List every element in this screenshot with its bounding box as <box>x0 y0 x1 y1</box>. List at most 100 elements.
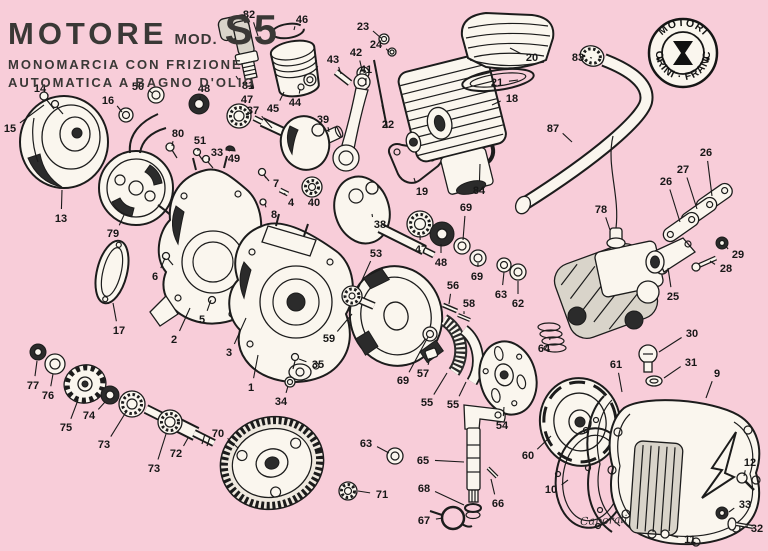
stator-plate <box>98 113 197 259</box>
leader-line <box>97 401 106 410</box>
part-number-15: 15 <box>4 123 16 135</box>
oil-filler-plug <box>638 344 663 387</box>
kickstart-pin <box>486 466 499 479</box>
needle-bearing-40 <box>301 176 323 198</box>
leader-line <box>227 149 231 152</box>
cover-fasteners <box>715 472 755 531</box>
part-number-77: 77 <box>27 380 39 392</box>
throttle-cable <box>610 135 618 229</box>
part-number-8: 8 <box>271 209 277 221</box>
leader-line <box>376 446 390 454</box>
exhaust-pipe <box>514 45 654 215</box>
part-number-44: 44 <box>289 97 302 109</box>
clutch-spring <box>537 322 567 353</box>
leader-line <box>502 271 505 286</box>
leader-line <box>605 217 611 231</box>
leader-line <box>338 66 342 75</box>
leader-line <box>359 60 363 71</box>
part-number-23: 23 <box>357 21 369 33</box>
part-number-2: 2 <box>171 334 177 346</box>
leader-line <box>490 478 496 495</box>
leader-line <box>179 307 191 332</box>
side-cover-gasket <box>584 395 621 533</box>
part-number-48: 48 <box>198 83 210 95</box>
clutch-shoes <box>440 314 484 386</box>
part-number-83: 83 <box>572 52 584 64</box>
part-number-67: 67 <box>418 515 430 527</box>
leader-line <box>462 215 466 241</box>
clutch-drum <box>538 377 622 467</box>
leader-line <box>160 257 166 269</box>
part-number-72: 72 <box>170 448 182 460</box>
leader-line <box>502 406 505 417</box>
leader-line <box>118 214 125 226</box>
leader-line <box>658 337 682 353</box>
part-number-59: 59 <box>323 333 335 345</box>
part-number-33: 33 <box>739 499 751 511</box>
cylinder-stud <box>373 59 388 129</box>
part-number-30: 30 <box>686 328 698 340</box>
leader-line <box>385 48 390 53</box>
part-number-78: 78 <box>595 204 607 216</box>
part-number-56: 56 <box>447 280 459 292</box>
leader-line <box>157 433 167 460</box>
leader-line <box>725 245 729 250</box>
kickstart-o-ring <box>464 503 482 513</box>
part-number-57: 57 <box>417 368 429 380</box>
leader-line <box>298 88 301 94</box>
artist-signature: Caporali <box>579 512 628 529</box>
leader-line <box>171 141 174 147</box>
intake-spacers <box>662 182 733 243</box>
part-number-69: 69 <box>397 375 409 387</box>
leader-line <box>434 491 465 506</box>
part-number-42: 42 <box>350 47 362 59</box>
leader-line <box>536 435 552 450</box>
part-number-25: 25 <box>667 291 679 303</box>
piston-ring <box>271 22 305 40</box>
part-number-13: 13 <box>55 213 67 225</box>
clutch-housing <box>341 265 444 367</box>
part-number-40: 40 <box>308 197 320 209</box>
part-number-34: 34 <box>275 396 288 408</box>
part-number-84: 84 <box>473 185 486 197</box>
part-number-81: 81 <box>242 80 254 92</box>
part-number-74: 74 <box>83 410 96 422</box>
logo-dot-left <box>656 57 660 61</box>
part-number-70: 70 <box>212 428 224 440</box>
title-mod: MOD. <box>174 31 218 48</box>
nut-23 <box>378 33 390 45</box>
shoe-pivot-block <box>424 347 439 360</box>
part-number-10: 10 <box>545 484 557 496</box>
part-number-46: 46 <box>296 14 308 26</box>
part-number-32: 32 <box>751 523 763 535</box>
primary-driven-gear <box>219 415 325 511</box>
part-number-26: 26 <box>700 147 712 159</box>
wrist-pin <box>333 69 353 86</box>
leader-line <box>70 399 79 419</box>
front-sprocket <box>63 364 107 404</box>
title-block: MOTORE MOD. S5 MONOMARCIA CON FRIZIONE A… <box>8 6 278 90</box>
leader-line <box>60 189 63 210</box>
part-number-63: 63 <box>495 289 507 301</box>
leader-line <box>709 260 716 265</box>
part-number-73: 73 <box>98 439 110 451</box>
washer-24 <box>387 47 397 57</box>
leader-line <box>669 189 681 223</box>
leader-line <box>561 479 569 486</box>
hourglass-icon <box>673 41 693 65</box>
leader-line <box>508 79 519 82</box>
part-number-35: 35 <box>312 359 324 371</box>
part-number-68: 68 <box>418 483 430 495</box>
leader-line <box>743 470 746 477</box>
leader-line <box>357 490 371 494</box>
part-number-28: 28 <box>720 263 732 275</box>
leader-line <box>116 105 123 113</box>
leader-line <box>509 47 522 55</box>
part-number-47: 47 <box>415 244 427 256</box>
leader-line <box>279 91 285 101</box>
part-number-11: 11 <box>684 534 696 546</box>
part-number-73: 73 <box>148 463 160 475</box>
part-number-66: 66 <box>492 498 504 510</box>
